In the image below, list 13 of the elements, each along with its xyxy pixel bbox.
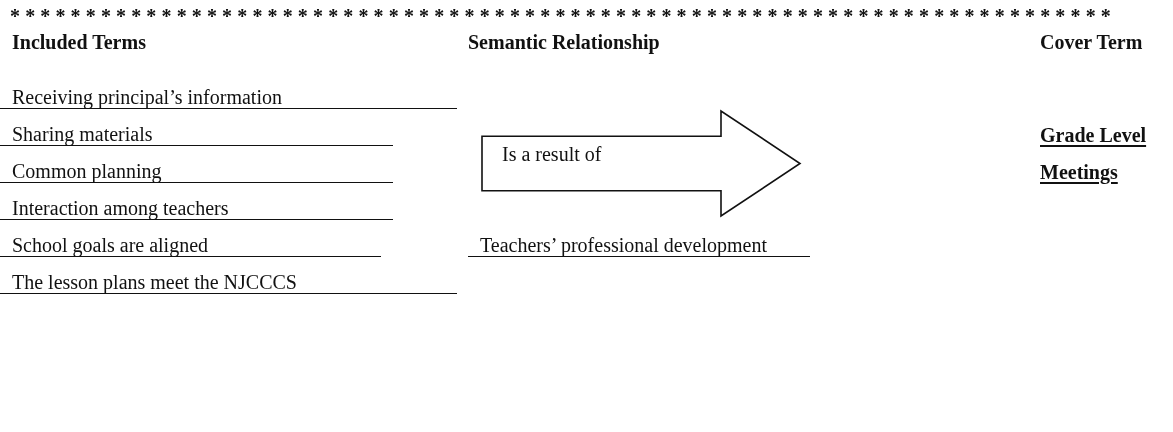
included-term: The lesson plans meet the NJCCCS xyxy=(0,271,457,294)
included-term: Sharing materials xyxy=(0,123,393,146)
included-term: Common planning xyxy=(0,160,393,183)
column-heading: Cover Term xyxy=(1040,30,1143,54)
semantic-relationship-term: Teachers’ professional development xyxy=(468,234,810,257)
column-heading: Semantic Relationship xyxy=(468,30,660,54)
included-term: School goals are aligned xyxy=(0,234,381,257)
included-term: Interaction among teachers xyxy=(0,197,393,220)
asterisk-divider: ************************************************************************* xyxy=(10,4,1116,28)
included-term: Receiving principal’s information xyxy=(0,86,457,109)
relationship-label: Is a result of xyxy=(502,142,602,167)
column-heading: Included Terms xyxy=(12,30,146,54)
cover-term: Grade Level Meetings xyxy=(1040,123,1148,186)
